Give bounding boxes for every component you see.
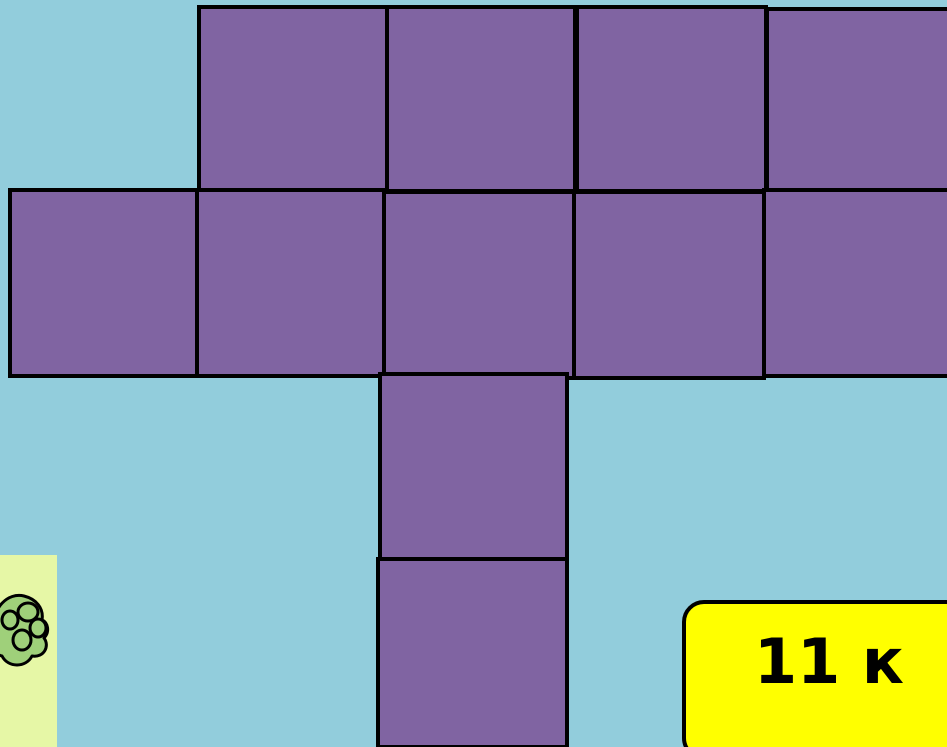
grid-square (382, 190, 576, 380)
lettuce-icon (0, 582, 60, 674)
grid-square (762, 188, 947, 378)
answer-badge: 11 к (682, 600, 947, 747)
answer-text: 11 к (754, 631, 904, 693)
grid-square (376, 557, 569, 747)
grid-square (8, 188, 202, 378)
grid-square (197, 5, 389, 193)
grid-square (572, 190, 766, 380)
grid-square (378, 372, 569, 562)
grid-square (765, 7, 947, 193)
grid-square (195, 188, 388, 378)
grid-square (575, 5, 768, 193)
grid-square (385, 5, 577, 193)
